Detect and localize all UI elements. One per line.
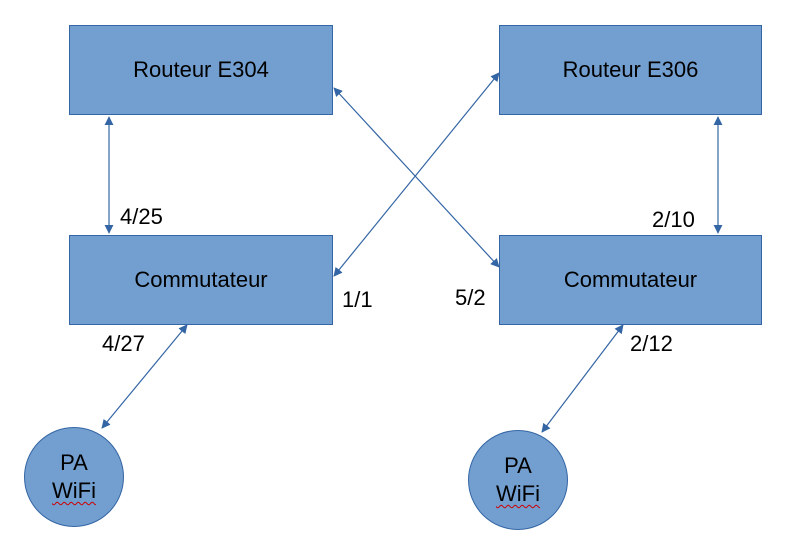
access-point-right-line2: WiFi	[496, 481, 540, 506]
switch-right[interactable]: Commutateur	[499, 235, 762, 325]
link-switch-left-ap-left[interactable]	[101, 324, 188, 429]
port-label-left-router-switch: 4/25	[120, 204, 163, 229]
port-label-left-switch-ap: 4/27	[102, 331, 145, 356]
port-label-left-switch-cross: 1/1	[342, 287, 373, 312]
switch-left-label: Commutateur	[134, 267, 268, 292]
router-e306-label: Routeur E306	[562, 57, 699, 82]
switch-left[interactable]: Commutateur	[69, 235, 333, 325]
port-label-right-switch-cross: 5/2	[455, 285, 486, 310]
router-e304[interactable]: Routeur E304	[69, 25, 333, 115]
switch-right-label: Commutateur	[563, 267, 698, 292]
link-router-e304-switch-right[interactable]	[333, 87, 500, 268]
port-label-right-switch-ap: 2/12	[630, 331, 673, 356]
router-e304-label: Routeur E304	[133, 57, 269, 82]
access-point-left-line1: PA	[60, 450, 88, 475]
link-router-e306-switch-left[interactable]	[333, 72, 500, 277]
port-label-right-router-switch: 2/10	[652, 207, 695, 232]
access-point-right-line1: PA	[504, 453, 532, 478]
access-point-left-line2: WiFi	[52, 478, 96, 503]
access-point-right[interactable]: PA WiFi	[468, 430, 568, 530]
access-point-left[interactable]: PA WiFi	[24, 427, 124, 527]
link-switch-right-ap-right[interactable]	[541, 324, 624, 433]
router-e306[interactable]: Routeur E306	[499, 25, 762, 115]
